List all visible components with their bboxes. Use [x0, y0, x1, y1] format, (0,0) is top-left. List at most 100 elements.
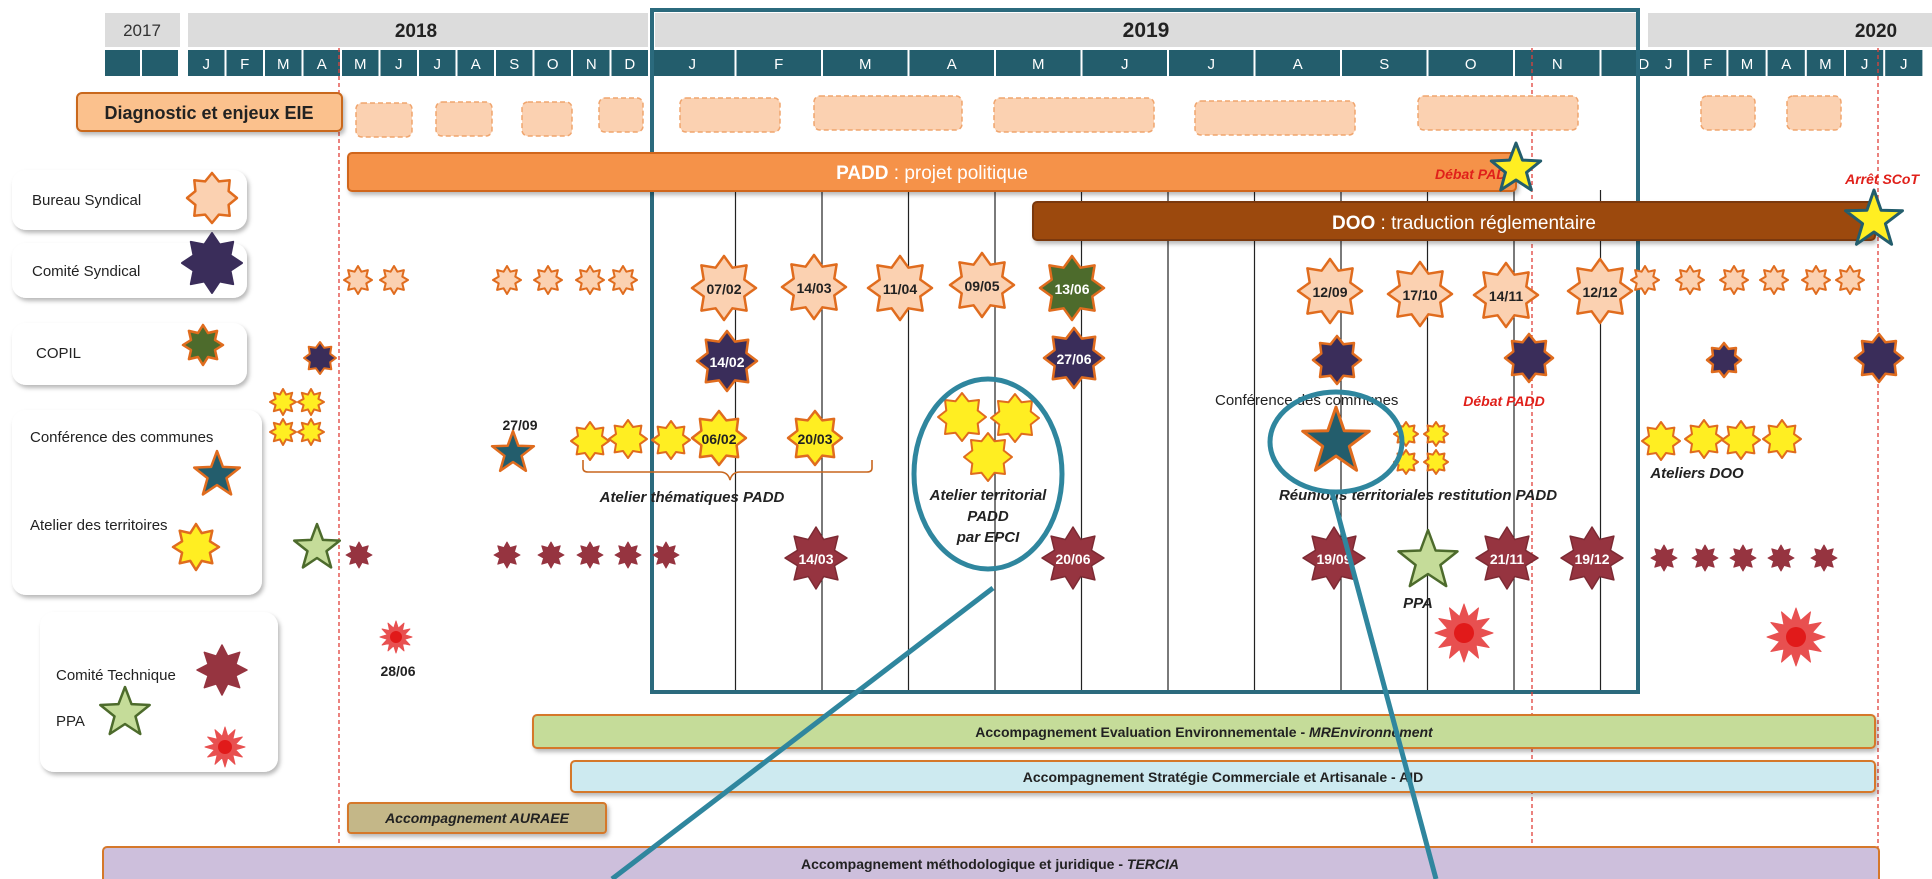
- annotation-date-27-09: 27/09: [502, 417, 537, 433]
- conference-star: [490, 429, 536, 473]
- technique-small-star: [345, 541, 373, 569]
- annotation-ateliers-doo: Ateliers DOO: [1649, 465, 1744, 482]
- month-2020-5: M: [1819, 56, 1832, 73]
- diagnostic-placeholder-11: [1786, 95, 1842, 131]
- month-2018-4: A: [317, 56, 327, 73]
- atelier-date-star: [690, 409, 748, 467]
- month-2019-cell-3: [823, 50, 908, 76]
- auraee-bar: [347, 802, 607, 834]
- ppa-red-dot: [390, 631, 402, 643]
- aid-bar: [570, 760, 1876, 793]
- diagnostic-placeholder-1: [355, 102, 413, 138]
- bureau-date: 13/06: [1054, 281, 1089, 297]
- diagnostic-placeholder-2: [435, 101, 493, 137]
- ppa-star: [292, 522, 342, 569]
- atelier-territorial-star: [963, 432, 1013, 482]
- mrenv-label-text: Accompagnement Evaluation Environnementa…: [975, 724, 1309, 740]
- month-2018-7: J: [434, 56, 442, 73]
- technique-date: 20/06: [1055, 551, 1090, 567]
- diagnostic-bar: [76, 92, 343, 132]
- year-2020: 2020: [1855, 21, 1897, 42]
- technique-date: 14/03: [798, 551, 833, 567]
- month-2019-4: A: [947, 56, 957, 73]
- annotation-ateliers-thematiques: Atelier thématiques PADD: [599, 489, 785, 506]
- diagnostic-placeholder-4: [598, 97, 644, 133]
- legend-label-comite-technique: Comité Technique: [56, 667, 176, 684]
- technique-small-star: [652, 541, 680, 569]
- bureau-star: [1472, 261, 1540, 329]
- month-2018-6: J: [395, 56, 403, 73]
- month-2018-cell-10: [534, 50, 571, 76]
- bracket-ateliers-thematiques: [582, 460, 873, 481]
- tercia-label-text: Accompagnement méthodologique et juridiq…: [801, 856, 1127, 872]
- copil-small-star: [303, 341, 337, 375]
- ppa-legend-icon: [99, 685, 151, 736]
- bureau-star: [1038, 254, 1106, 322]
- atelier-date-star: [786, 409, 844, 467]
- auraee-label: Accompagnement AURAEE: [384, 810, 570, 826]
- bureau-small-star: [1630, 265, 1660, 295]
- annotation-atelier-territorial-3: par EPCI: [956, 529, 1020, 546]
- month-2020-cell-1: [1650, 50, 1688, 76]
- technique-small-star: [614, 541, 642, 569]
- bureau-small-star: [575, 265, 605, 295]
- technique-small-star: [576, 541, 604, 569]
- month-2020-7: J: [1900, 56, 1908, 73]
- month-2018-5: M: [354, 56, 367, 73]
- year-2017: 2017: [123, 21, 161, 40]
- month-2020-cell-3: [1728, 50, 1766, 76]
- technique-small-star: [1729, 544, 1757, 572]
- atelier-legend-icon: [171, 522, 221, 572]
- technique-small-star: [1691, 544, 1719, 572]
- tercia-label-italic: TERCIA: [1127, 856, 1179, 872]
- month-2018-10: O: [547, 56, 559, 73]
- technique-star: [784, 526, 848, 590]
- atelier-doo-star: [1721, 420, 1761, 460]
- reunion-small-star: [1423, 449, 1449, 475]
- doo-label-rest: : traduction réglementaire: [1375, 213, 1596, 234]
- bureau-date: 11/04: [883, 281, 917, 297]
- copil-date: 27/06: [1056, 351, 1091, 367]
- atelier-small-star: [269, 388, 297, 416]
- month-2020-cell-5: [1806, 50, 1844, 76]
- month-2019-6: J: [1121, 56, 1129, 73]
- month-2019-11: N: [1552, 56, 1563, 73]
- month-2019-cell-4: [909, 50, 994, 76]
- copil-legend-icon: [181, 323, 225, 367]
- month-2018-cell-2: [226, 50, 263, 76]
- bureau-small-star: [379, 265, 409, 295]
- legend-label-comite: Comité Syndical: [32, 263, 140, 280]
- bureau-date: 12/12: [1582, 284, 1617, 300]
- annotation-conference: Conférence des communes: [1215, 392, 1398, 409]
- month-2018-cell-6: [380, 50, 417, 76]
- tercia-label: Accompagnement méthodologique et juridiq…: [801, 856, 1179, 872]
- technique-star: [1560, 526, 1624, 590]
- atelier-territorial-star: [990, 393, 1040, 443]
- month-2019-cell-11: [1515, 50, 1600, 76]
- conference-star-big: [1301, 405, 1371, 472]
- month-2019-cell-7: [1169, 50, 1254, 76]
- atelier-small-star: [269, 418, 297, 446]
- year-cell-2019: [655, 13, 1640, 47]
- annotation-atelier-territorial-2: PADD: [967, 508, 1009, 525]
- month-2018-11: N: [586, 56, 597, 73]
- month-2020-cell-4: [1767, 50, 1805, 76]
- month-2019-cell-1: [650, 50, 735, 76]
- year-cell-2018: [188, 13, 648, 47]
- month-2019-3: M: [859, 56, 872, 73]
- month-2018-3: M: [277, 56, 290, 73]
- callout-arrow-right: [1329, 491, 1439, 879]
- atelier-star: [608, 419, 648, 459]
- month-2019-8: A: [1293, 56, 1303, 73]
- month-2019-cell-9: [1342, 50, 1427, 76]
- atelier-date: 06/02: [701, 431, 736, 447]
- frame-2019-border: [650, 8, 1640, 694]
- month-2018-cell-1: [188, 50, 225, 76]
- annotation-date-28-06: 28/06: [380, 663, 415, 679]
- bureau-star: [780, 253, 848, 321]
- reunion-small-star: [1423, 421, 1449, 447]
- month-2018-cell-3: [265, 50, 302, 76]
- diagnostic-placeholders: [355, 95, 1842, 138]
- month-2019-12: D: [1638, 56, 1649, 73]
